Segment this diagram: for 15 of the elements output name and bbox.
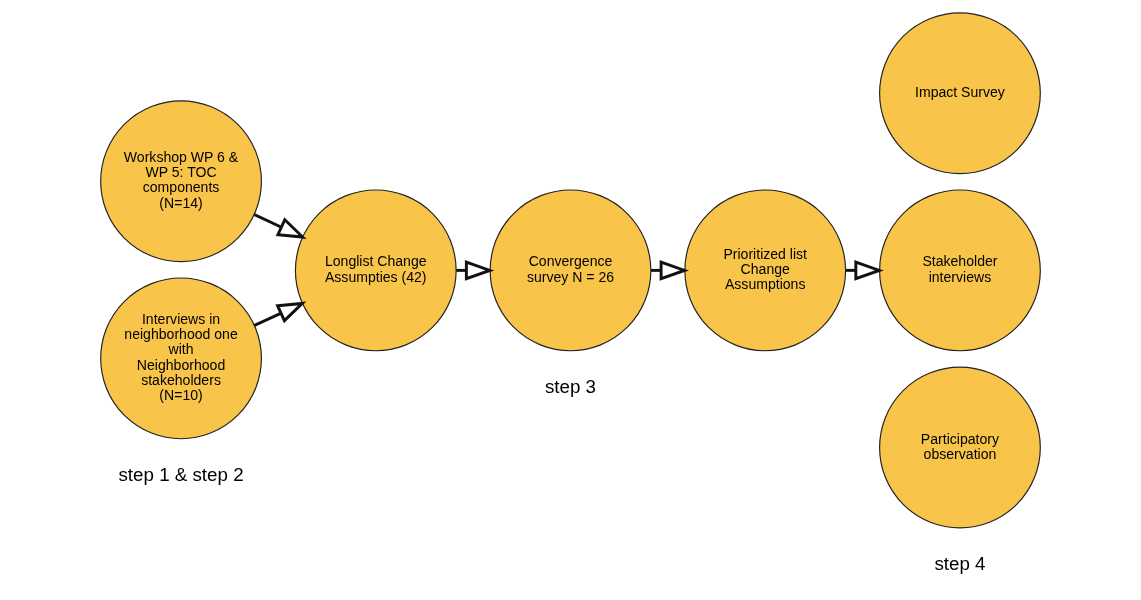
label: step 3 [544, 376, 597, 398]
node-circle: Participatory observation [879, 366, 1041, 529]
node-circle: Longlist Change Assumpties (42) [294, 189, 457, 352]
node-circle: Convergence survey N = 26 [489, 189, 652, 352]
node-circle: Impact Survey [879, 12, 1041, 175]
arrow [253, 301, 307, 327]
arrow [651, 260, 689, 281]
arrow [253, 213, 307, 239]
label: step 1 & step 2 [118, 464, 244, 486]
node-circle: Prioritized list Change Assumptions [684, 189, 847, 352]
arrow [456, 260, 495, 281]
label: step 4 [934, 553, 986, 575]
node-circle: Workshop WP 6 & WP 5: TOC components (N=14) [100, 100, 262, 263]
node-circle: Stakeholder interviews [879, 189, 1041, 352]
node-circle: Interviews in neighborhood one with Neighborhood stakeholders (N=10) [100, 277, 262, 440]
